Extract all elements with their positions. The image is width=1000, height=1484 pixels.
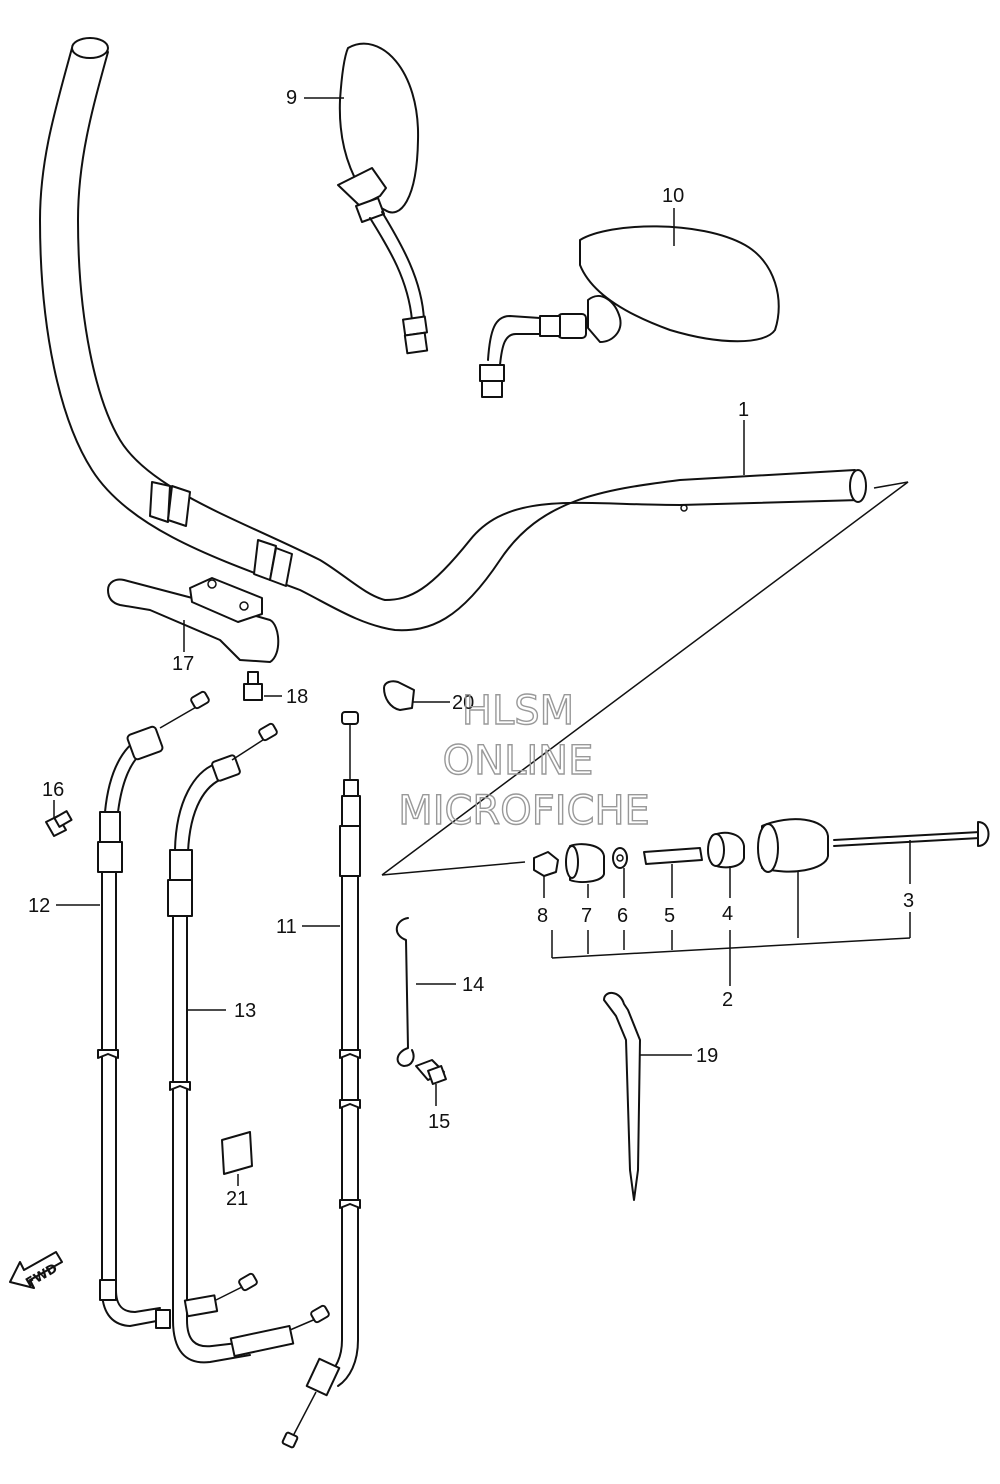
mirror-right (479, 225, 780, 398)
mirror-left (337, 42, 429, 355)
clip-20 (383, 680, 415, 711)
cable-guide-bracket (107, 577, 280, 663)
callout-9: 9 (286, 87, 297, 109)
callout-11: 11 (276, 916, 297, 938)
leader-lines (53, 97, 911, 1186)
callout-16: 16 (42, 779, 64, 801)
bar-end-weight-set (533, 818, 990, 883)
forward-arrow: FWD (9, 1251, 63, 1291)
callout-6: 6 (617, 905, 628, 927)
callout-1: 1 (738, 399, 749, 421)
watermark-line-3: MICROFICHE (398, 788, 650, 834)
callout-14: 14 (462, 974, 484, 996)
cable-tie-19 (603, 992, 641, 1201)
callout-10: 10 (662, 185, 684, 207)
callout-19: 19 (696, 1045, 718, 1067)
handlebar (39, 37, 867, 632)
throttle-cable-1 (167, 722, 330, 1364)
screw-15 (415, 1059, 447, 1085)
callout-21: 21 (226, 1188, 248, 1210)
callout-17: 17 (172, 653, 194, 675)
watermark: HLSM ONLINE MICROFICHE (397, 687, 650, 834)
callouts: 1 2 3 4 5 6 7 8 9 10 11 12 13 14 15 16 1… (28, 87, 914, 1210)
callout-4: 4 (722, 903, 733, 925)
bolt-18 (243, 671, 263, 701)
callout-20: 20 (452, 692, 474, 714)
callout-13: 13 (234, 1000, 256, 1022)
callout-2: 2 (722, 989, 733, 1011)
callout-15: 15 (428, 1111, 450, 1133)
watermark-line-2: ONLINE (443, 738, 594, 784)
callout-5: 5 (664, 905, 675, 927)
callout-8: 8 (537, 905, 548, 927)
throttle-cable-2 (281, 711, 361, 1449)
callout-18: 18 (286, 686, 308, 708)
clutch-cable (97, 690, 210, 1329)
callout-12: 12 (28, 895, 50, 917)
label-21 (221, 1131, 253, 1175)
watermark-line-1: HLSM (462, 688, 574, 734)
callout-7: 7 (581, 905, 592, 927)
cable-clamp-14 (395, 917, 415, 1067)
callout-3: 3 (903, 890, 914, 912)
bolt-16 (45, 810, 73, 837)
